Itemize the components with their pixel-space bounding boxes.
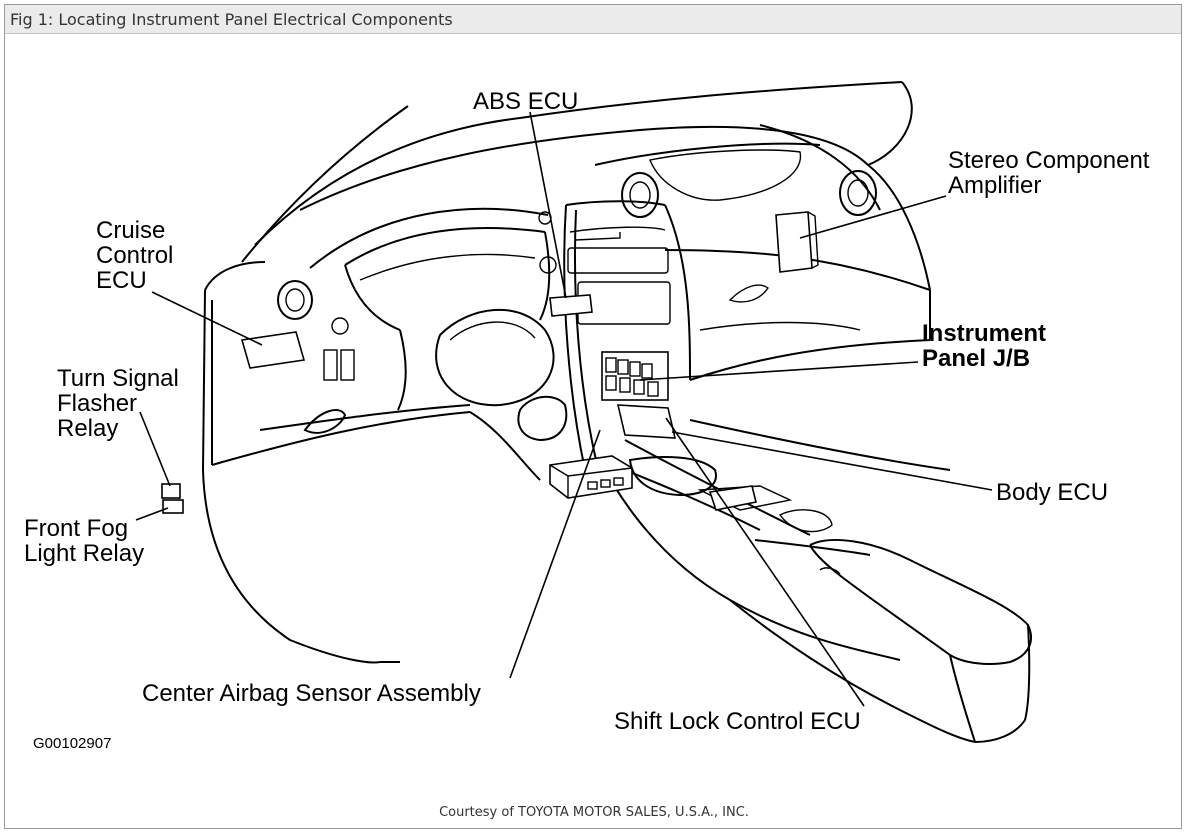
label-instrument-jb-line2: Panel J/B	[922, 345, 1030, 372]
figure-code: G00102907	[33, 735, 111, 752]
label-turn-signal-line2: Flasher	[57, 390, 137, 417]
label-stereo-amp-line1: Stereo Component	[948, 147, 1150, 174]
leader-instrument-jb	[639, 361, 919, 381]
leader-lines	[135, 111, 993, 707]
component-markers	[161, 211, 819, 514]
airbag-sensor-box	[549, 455, 633, 499]
leader-abs-ecu	[529, 111, 567, 299]
instrument-panel-jb	[601, 351, 669, 401]
leader-stereo-amp	[799, 195, 947, 239]
figure-title: Fig 1: Locating Instrument Panel Electri…	[10, 10, 453, 29]
fog-light-relay	[162, 499, 184, 514]
shift-lock-ecu-box	[708, 485, 757, 511]
figure-credit: Courtesy of TOYOTA MOTOR SALES, U.S.A., …	[439, 805, 749, 820]
label-body-ecu: Body ECU	[996, 479, 1108, 506]
leader-body-ecu	[671, 431, 993, 491]
figure-title-bar: Fig 1: Locating Instrument Panel Electri…	[5, 5, 1181, 34]
label-shift-lock: Shift Lock Control ECU	[614, 708, 861, 735]
label-turn-signal-line3: Relay	[57, 415, 118, 442]
label-turn-signal-line1: Turn Signal	[57, 365, 179, 392]
cruise-ecu-box	[240, 331, 306, 369]
label-fog-relay-line2: Light Relay	[24, 540, 144, 567]
leader-turn-signal	[139, 411, 171, 487]
dashboard-drawing	[202, 81, 1032, 743]
leader-shift-lock	[665, 417, 865, 707]
label-airbag-sensor: Center Airbag Sensor Assembly	[142, 680, 481, 707]
figure-frame: Fig 1: Locating Instrument Panel Electri…	[4, 4, 1182, 829]
label-cruise-line3: ECU	[96, 267, 147, 294]
label-abs-ecu: ABS ECU	[473, 88, 578, 115]
label-fog-relay-line1: Front Fog	[24, 515, 128, 542]
leader-fog-relay	[135, 507, 169, 521]
leader-cruise-ecu	[151, 291, 263, 346]
abs-ecu-box	[549, 294, 593, 317]
component-labels: ABS ECU Stereo Component Amplifier Cruis…	[24, 88, 1150, 735]
label-cruise-line1: Cruise	[96, 217, 165, 244]
turn-signal-relay	[161, 483, 181, 499]
stereo-amplifier-box	[775, 211, 813, 273]
label-instrument-jb-line1: Instrument	[922, 320, 1046, 347]
body-ecu-box	[616, 404, 677, 439]
leader-airbag-sensor	[509, 429, 601, 679]
label-stereo-amp-line2: Amplifier	[948, 172, 1041, 199]
label-cruise-line2: Control	[96, 242, 173, 269]
